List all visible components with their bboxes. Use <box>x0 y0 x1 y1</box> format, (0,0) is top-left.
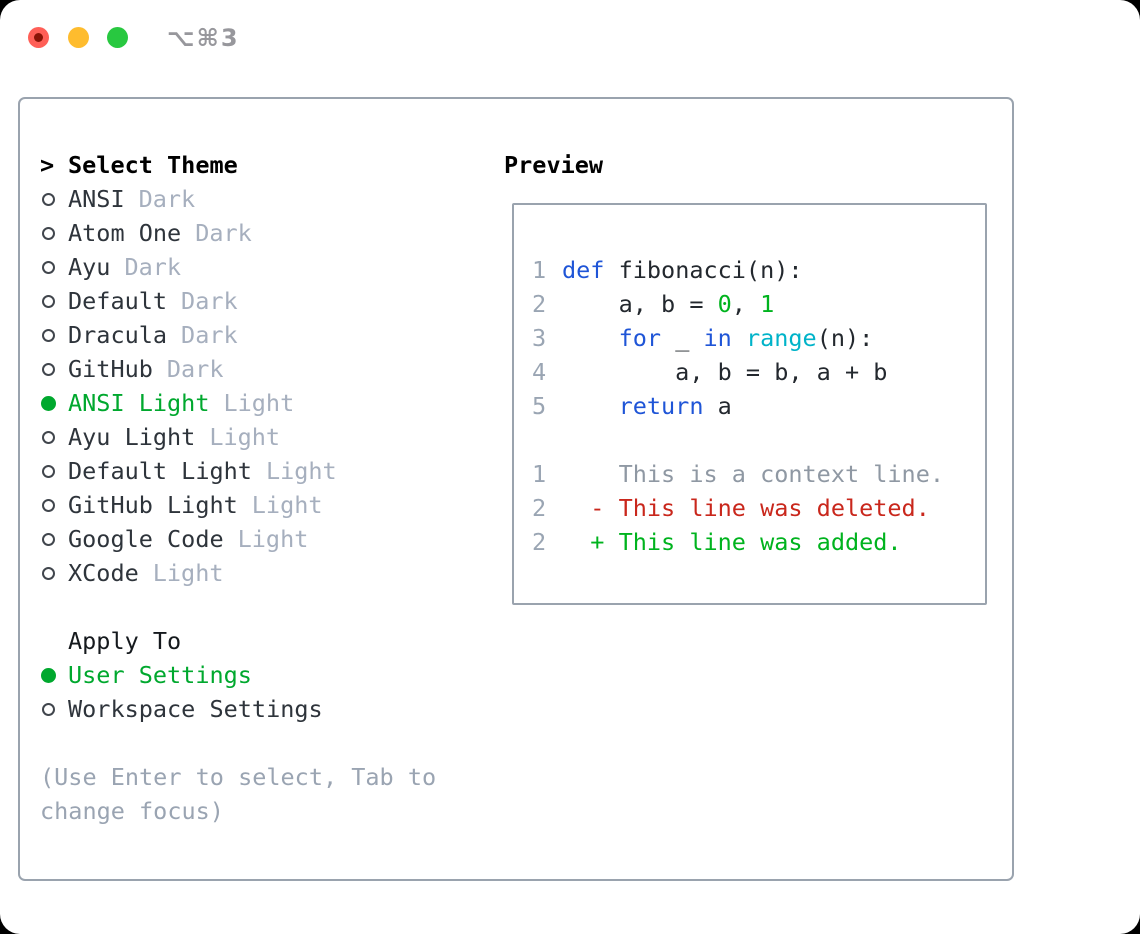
theme-variant: Light <box>265 457 337 485</box>
preview-box: 1 def fibonacci(n): 2 a, b = 0, 1 3 for … <box>512 203 987 605</box>
apply-option-workspace-settings[interactable]: Workspace Settings <box>40 692 480 726</box>
line-number: 1 <box>532 460 547 488</box>
radio-unselected-icon <box>42 226 55 240</box>
radio-unselected-icon <box>42 702 55 716</box>
theme-option-github-dark[interactable]: GitHub Dark <box>40 352 480 386</box>
code-line: 5 return a <box>532 389 985 423</box>
diff-context-line: 1 This is a context line. <box>532 457 985 491</box>
radio-unselected-icon <box>42 532 55 546</box>
theme-option-github-light[interactable]: GitHub Light Light <box>40 488 480 522</box>
diff-added-line: 2 + This line was added. <box>532 525 985 559</box>
apply-option-label: Workspace Settings <box>68 695 323 723</box>
theme-name: Default <box>68 287 168 315</box>
close-button[interactable] <box>28 27 49 48</box>
theme-variant: Dark <box>181 287 238 315</box>
code-line: 3 for _ in range(n): <box>532 321 985 355</box>
theme-name: Ayu <box>68 253 111 281</box>
theme-name: Default Light <box>68 457 252 485</box>
theme-option-ayu-dark[interactable]: Ayu Dark <box>40 250 480 284</box>
radio-unselected-icon <box>42 430 55 444</box>
radio-unselected-icon <box>42 362 55 376</box>
theme-name: XCode <box>68 559 139 587</box>
code-line: 1 def fibonacci(n): <box>532 253 985 287</box>
line-number: 1 <box>532 256 547 284</box>
code-line: 2 a, b = 0, 1 <box>532 287 985 321</box>
theme-option-default-dark[interactable]: Default Dark <box>40 284 480 318</box>
radio-unselected-icon <box>42 566 55 580</box>
theme-name: Google Code <box>68 525 224 553</box>
line-number: 4 <box>532 358 547 386</box>
theme-variant: Light <box>209 423 281 451</box>
line-number: 2 <box>532 290 547 318</box>
theme-variant: Light <box>251 491 323 519</box>
theme-variant: Light <box>223 389 295 417</box>
theme-name: ANSI Light <box>68 389 210 417</box>
apply-to-heading: Apply To <box>40 624 480 658</box>
apply-to-heading-label: Apply To <box>68 627 182 655</box>
zoom-button[interactable] <box>107 27 128 48</box>
diff-deleted-line: 2 - This line was deleted. <box>532 491 985 525</box>
diff-added-text: + This line was added. <box>562 528 902 556</box>
line-number: 3 <box>532 324 547 352</box>
theme-option-ayu-light[interactable]: Ayu Light Light <box>40 420 480 454</box>
radio-unselected-icon <box>42 192 55 206</box>
theme-name: GitHub Light <box>68 491 238 519</box>
theme-option-ansi-dark[interactable]: ANSI Dark <box>40 182 480 216</box>
theme-option-ansi-light[interactable]: ANSI Light Light <box>40 386 480 420</box>
window-title: ⌥⌘3 <box>167 24 240 52</box>
theme-variant: Dark <box>181 321 238 349</box>
line-number: 5 <box>532 392 547 420</box>
theme-option-default-light[interactable]: Default Light Light <box>40 454 480 488</box>
theme-option-atom-one-dark[interactable]: Atom One Dark <box>40 216 480 250</box>
radio-unselected-icon <box>42 464 55 478</box>
theme-variant: Dark <box>138 185 196 213</box>
line-number: 2 <box>532 528 547 556</box>
theme-picker-panel: > Select Theme ANSI Dark Atom One Dark A… <box>18 97 1014 881</box>
theme-name: Atom One <box>68 219 182 247</box>
minimize-button[interactable] <box>68 27 89 48</box>
close-dot-icon <box>34 33 43 42</box>
theme-variant: Dark <box>166 355 224 383</box>
theme-variant: Light <box>237 525 309 553</box>
theme-name: Ayu Light <box>68 423 196 451</box>
radio-unselected-icon <box>42 498 55 512</box>
selection-caret-icon: > <box>40 151 55 179</box>
apply-option-label: User Settings <box>68 661 252 689</box>
code-line: 4 a, b = b, a + b <box>532 355 985 389</box>
theme-option-google-code-light[interactable]: Google Code Light <box>40 522 480 556</box>
radio-unselected-icon <box>42 260 55 274</box>
radio-selected-icon <box>41 667 56 683</box>
theme-name: GitHub <box>68 355 153 383</box>
theme-variant: Light <box>152 559 224 587</box>
theme-variant: Dark <box>124 253 182 281</box>
theme-list: > Select Theme ANSI Dark Atom One Dark A… <box>40 148 480 828</box>
theme-name: Dracula <box>68 321 168 349</box>
preview-heading: Preview <box>504 151 604 179</box>
theme-option-xcode-light[interactable]: XCode Light <box>40 556 480 590</box>
theme-variant: Dark <box>195 219 252 247</box>
titlebar: ⌥⌘3 <box>0 0 1140 74</box>
radio-selected-icon <box>41 395 56 411</box>
theme-name: ANSI <box>68 185 125 213</box>
theme-option-dracula-dark[interactable]: Dracula Dark <box>40 318 480 352</box>
line-number: 2 <box>532 494 547 522</box>
help-text: (Use Enter to select, Tab to change focu… <box>40 763 437 825</box>
select-theme-heading-label: Select Theme <box>68 151 238 179</box>
diff-deleted-text: - This line was deleted. <box>562 494 930 522</box>
radio-unselected-icon <box>42 294 55 308</box>
radio-unselected-icon <box>42 328 55 342</box>
apply-option-user-settings[interactable]: User Settings <box>40 658 480 692</box>
select-theme-heading: > Select Theme <box>40 148 480 182</box>
diff-context-text: This is a context line. <box>562 460 945 488</box>
